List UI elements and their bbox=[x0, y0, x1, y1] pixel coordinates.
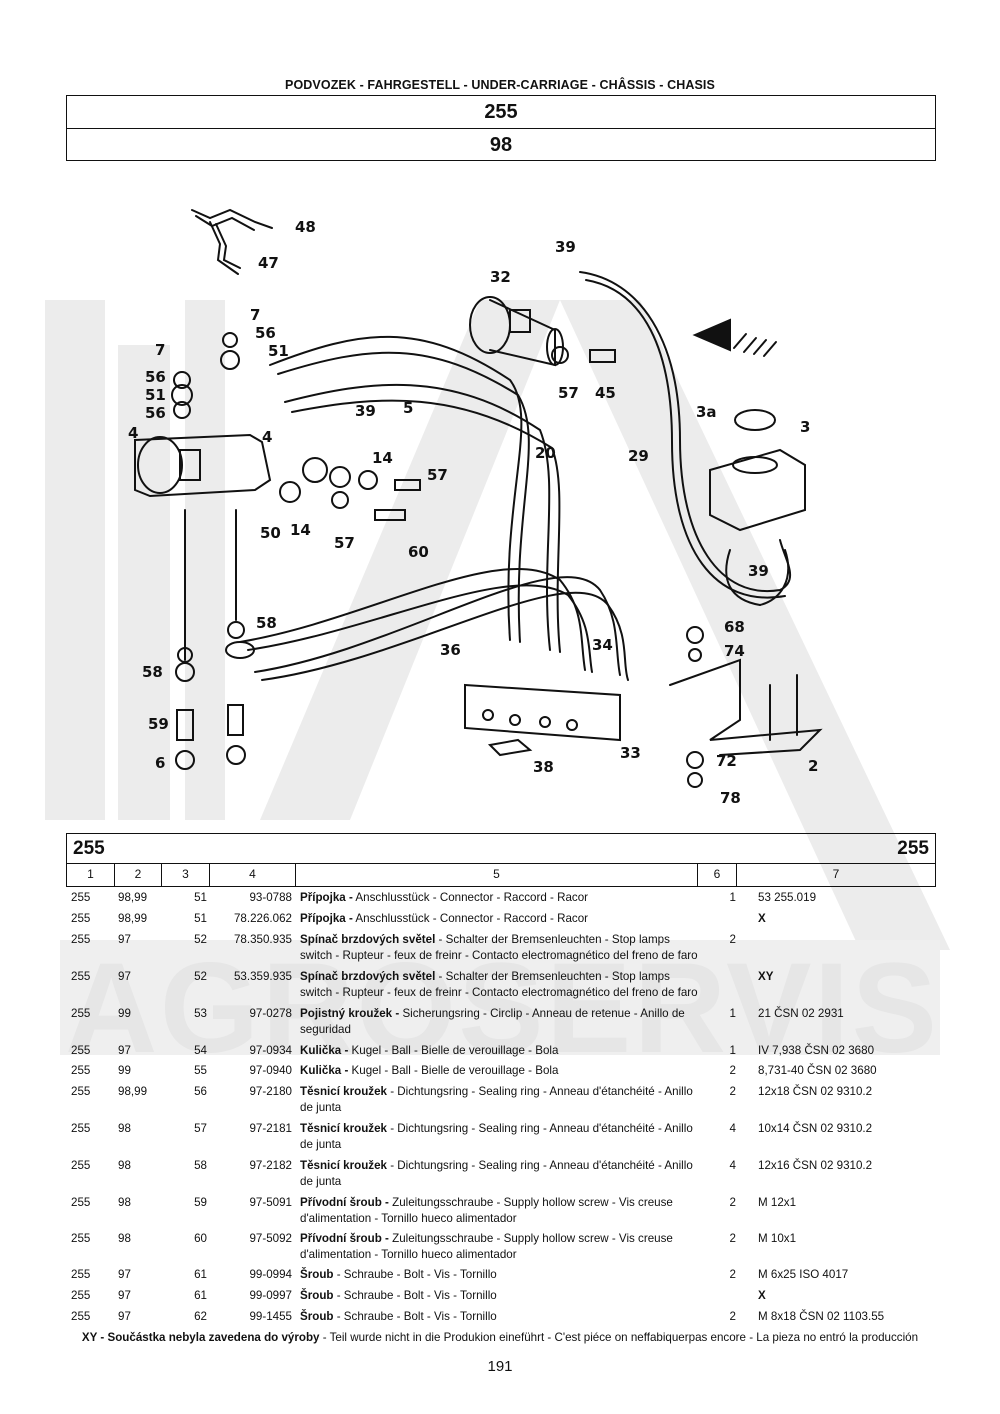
table-group-left: 255 bbox=[73, 838, 105, 859]
col-header-3: 3 bbox=[162, 864, 210, 886]
label-74: 74 bbox=[724, 642, 745, 660]
label-36: 36 bbox=[440, 641, 461, 659]
col-header-6: 6 bbox=[698, 864, 737, 886]
label-57-top: 57 bbox=[558, 384, 579, 402]
label-47: 47 bbox=[258, 254, 279, 272]
label-5: 5 bbox=[403, 399, 413, 417]
label-68: 68 bbox=[724, 618, 745, 636]
label-39-bottom: 39 bbox=[748, 562, 769, 580]
col-header-7: 7 bbox=[832, 867, 840, 881]
parts-table-header: 255 255 1 2 3 4 5 6 7 bbox=[66, 833, 936, 887]
label-57-right: 57 bbox=[427, 466, 448, 484]
group-header: 255 98 bbox=[66, 95, 936, 161]
table-group-right: 255 bbox=[897, 838, 929, 859]
label-20: 20 bbox=[535, 444, 556, 462]
col-header-2: 2 bbox=[115, 864, 162, 886]
label-29: 29 bbox=[628, 447, 649, 465]
col-header-1: 1 bbox=[67, 864, 115, 886]
parts-diagram: 48 47 39 32 7 7 56 51 56 51 56 4 4 39 5 … bbox=[128, 208, 823, 807]
label-14-right: 14 bbox=[372, 449, 393, 467]
label-39-mid: 39 bbox=[355, 402, 376, 420]
label-56-left-bottom: 56 bbox=[145, 404, 166, 422]
label-60: 60 bbox=[408, 543, 429, 561]
label-39-top: 39 bbox=[555, 238, 576, 256]
label-7-right: 7 bbox=[250, 306, 260, 324]
group-number: 255 bbox=[484, 101, 518, 123]
section-title: PODVOZEK - FAHRGESTELL - UNDER-CARRIAGE … bbox=[285, 78, 715, 92]
label-58-left: 58 bbox=[142, 663, 163, 681]
label-50: 50 bbox=[260, 524, 281, 542]
column-headers: 1 2 3 4 5 6 7 bbox=[67, 864, 935, 886]
label-57-bottom: 57 bbox=[334, 534, 355, 552]
col-header-4: 4 bbox=[210, 864, 296, 886]
label-3: 3 bbox=[800, 418, 810, 436]
label-34: 34 bbox=[592, 636, 613, 654]
label-33: 33 bbox=[620, 744, 641, 762]
label-56-right: 56 bbox=[255, 324, 276, 342]
label-6: 6 bbox=[155, 754, 165, 772]
label-51-left: 51 bbox=[145, 386, 166, 404]
label-45: 45 bbox=[595, 384, 616, 402]
label-4-left: 4 bbox=[128, 424, 138, 442]
label-58-top: 58 bbox=[256, 614, 277, 632]
subgroup-number: 98 bbox=[67, 128, 935, 160]
col-header-5: 5 bbox=[296, 864, 698, 886]
label-48: 48 bbox=[295, 218, 316, 236]
label-2: 2 bbox=[808, 757, 818, 775]
label-7-left: 7 bbox=[155, 341, 165, 359]
label-56-left-top: 56 bbox=[145, 368, 166, 386]
footnote: XY - Součástka nebyla zavedena do výroby… bbox=[81, 1331, 919, 1344]
label-3a: 3a bbox=[696, 403, 717, 421]
label-72: 72 bbox=[716, 752, 737, 770]
page-number: 191 bbox=[487, 1358, 513, 1375]
label-38: 38 bbox=[533, 758, 554, 776]
label-14-left: 14 bbox=[290, 521, 311, 539]
label-51-right: 51 bbox=[268, 342, 289, 360]
label-4-right: 4 bbox=[262, 428, 272, 446]
label-59: 59 bbox=[148, 715, 169, 733]
label-78: 78 bbox=[720, 789, 741, 807]
label-32: 32 bbox=[490, 268, 511, 286]
